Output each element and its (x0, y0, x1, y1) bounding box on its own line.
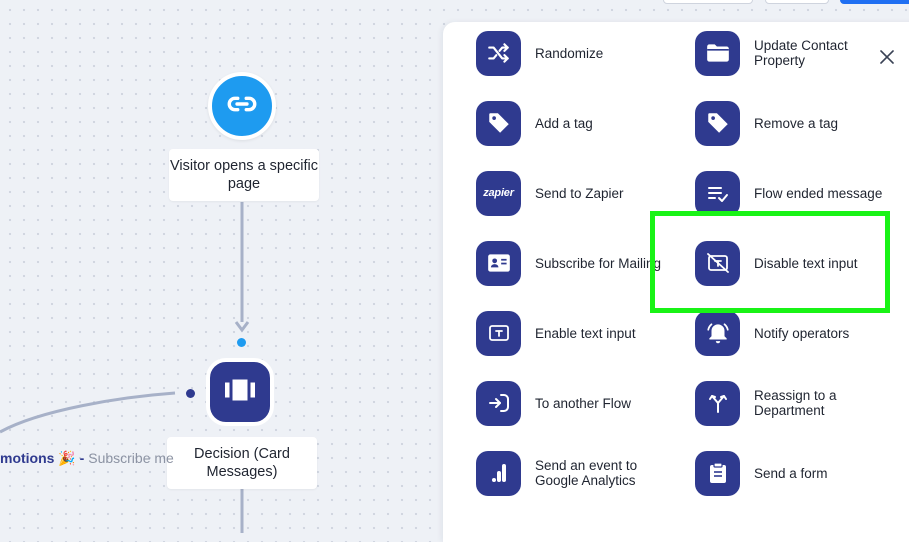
action-label: Flow ended message (754, 185, 883, 201)
clipboard-icon (695, 450, 740, 496)
decision-node[interactable] (206, 358, 274, 426)
action-label: Update Contact Property (754, 38, 848, 68)
action-label: Reassign to a Department (754, 388, 837, 418)
decision-node-label[interactable]: Decision (Card Messages) (167, 437, 317, 489)
actions-panel (443, 22, 909, 542)
action-remove-tag[interactable]: Remove a tag (695, 98, 895, 148)
close-icon (880, 49, 894, 69)
branch-label-rest: Subscribe me (88, 450, 174, 466)
action-label: Subscribe for Mailing (535, 255, 662, 271)
bell-icon (695, 310, 740, 356)
contact-card-icon (476, 240, 521, 286)
action-label: Randomize (535, 45, 604, 61)
action-label: Add a tag (535, 115, 593, 131)
action-disable-text-input[interactable]: Disable text input (695, 238, 895, 288)
split-arrow-icon (695, 380, 740, 426)
zapier-logo-text: zapier (483, 187, 514, 199)
action-update-contact-property[interactable]: Update Contact Property (695, 28, 895, 78)
action-send-google-analytics-event[interactable]: Send an event to Google Analytics (476, 448, 676, 498)
action-label: Send an event to Google Analytics (535, 458, 638, 488)
action-label: Send to Zapier (535, 185, 624, 201)
action-label: Notify operators (754, 325, 850, 341)
action-label: Send a form (754, 465, 828, 481)
action-enable-text-input[interactable]: Enable text input (476, 308, 676, 358)
action-subscribe-for-mailing[interactable]: Subscribe for Mailing (476, 238, 676, 288)
trigger-node[interactable] (208, 72, 276, 140)
action-send-to-zapier[interactable]: zapier Send to Zapier (476, 168, 676, 218)
arrow-head (234, 321, 250, 333)
action-randomize[interactable]: Randomize (476, 28, 676, 78)
enter-flow-icon (476, 380, 521, 426)
zapier-icon: zapier (476, 170, 521, 216)
folder-icon (695, 30, 740, 76)
analytics-icon (476, 450, 521, 496)
input-port[interactable] (237, 338, 246, 347)
action-label: To another Flow (535, 395, 632, 411)
action-label: Disable text input (754, 255, 858, 271)
action-label: Enable text input (535, 325, 636, 341)
branch-separator: - (75, 450, 89, 466)
action-add-tag[interactable]: Add a tag (476, 98, 676, 148)
action-label: Remove a tag (754, 115, 839, 131)
publish-button[interactable] (840, 0, 909, 4)
tag-remove-icon (695, 100, 740, 146)
card-messages-icon (222, 372, 258, 413)
tag-icon (476, 100, 521, 146)
branch-label-bold: motions (0, 450, 55, 466)
action-flow-ended-message[interactable]: Flow ended message (695, 168, 895, 218)
close-button[interactable] (876, 48, 898, 70)
action-notify-operators[interactable]: Notify operators (695, 308, 895, 358)
disable-text-input-icon (695, 240, 740, 286)
link-icon (225, 87, 259, 126)
trigger-node-label[interactable]: Visitor opens a specific page (169, 149, 319, 201)
shuffle-icon (476, 30, 521, 76)
branch-connection-line (0, 391, 176, 434)
action-send-form[interactable]: Send a form (695, 448, 895, 498)
party-emoji: 🎉 (58, 450, 76, 466)
output-port[interactable] (186, 389, 195, 398)
action-reassign-department[interactable]: Reassign to a Department (695, 378, 895, 428)
text-input-icon (476, 310, 521, 356)
action-to-another-flow[interactable]: To another Flow (476, 378, 676, 428)
branch-label[interactable]: motions 🎉 - Subscribe me (0, 450, 174, 467)
flow-ended-icon (695, 170, 740, 216)
